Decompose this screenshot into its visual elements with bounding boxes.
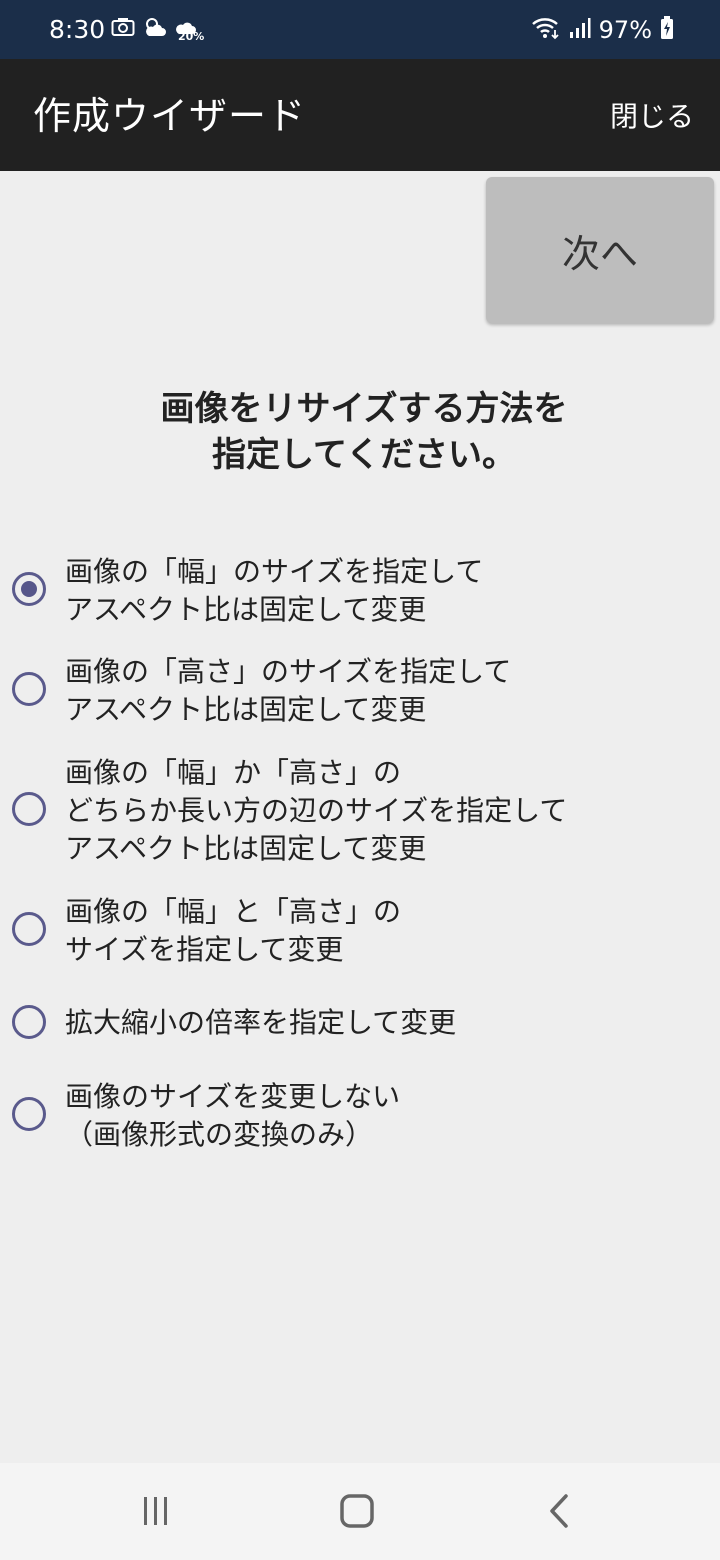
app-bar: 作成ウイザード 閉じる xyxy=(0,59,720,171)
option-label-line: 画像の「高さ」のサイズを指定して xyxy=(65,655,512,688)
navigation-bar xyxy=(0,1463,720,1560)
home-icon[interactable] xyxy=(333,1487,381,1535)
option-label: 画像の「幅」か「高さ」の どちらか長い方の辺のサイズを指定して アスペクト比は固… xyxy=(65,754,567,868)
radio-button[interactable] xyxy=(12,572,46,606)
resize-option-none[interactable]: 画像のサイズを変更しない （画像形式の変換のみ） xyxy=(0,1078,720,1154)
heading-line: 画像をリサイズする方法を xyxy=(160,389,568,429)
heading-line: 指定してください。 xyxy=(212,435,516,475)
radio-button[interactable] xyxy=(12,912,46,946)
status-bar: 8:30 20% xyxy=(0,0,720,59)
status-time: 8:30 xyxy=(49,15,106,44)
radio-button[interactable] xyxy=(12,792,46,826)
option-label-line: （画像形式の変換のみ） xyxy=(65,1118,374,1151)
close-button[interactable]: 閉じる xyxy=(609,100,694,133)
resize-option-width-height[interactable]: 画像の「幅」と「高さ」の サイズを指定して変更 xyxy=(0,893,720,969)
option-label: 画像の「高さ」のサイズを指定して アスペクト比は固定して変更 xyxy=(65,653,511,729)
radio-button[interactable] xyxy=(12,1097,46,1131)
battery-charging-icon xyxy=(660,16,674,44)
next-button[interactable]: 次へ xyxy=(486,177,714,323)
option-label: 拡大縮小の倍率を指定して変更 xyxy=(65,1004,456,1042)
option-label: 画像のサイズを変更しない （画像形式の変換のみ） xyxy=(65,1078,400,1154)
battery-percent: 97% xyxy=(598,16,652,44)
radio-button[interactable] xyxy=(12,1005,46,1039)
radio-button[interactable] xyxy=(12,672,46,706)
status-system-icons: 97% xyxy=(531,14,674,46)
option-label: 画像の「幅」と「高さ」の サイズを指定して変更 xyxy=(65,893,401,969)
camera-icon xyxy=(111,17,135,41)
option-label-line: 画像の「幅」か「高さ」の xyxy=(65,756,402,789)
option-label-line: 画像の「幅」と「高さ」の xyxy=(65,895,402,928)
recent-apps-icon[interactable] xyxy=(132,1487,180,1535)
resize-option-scale[interactable]: 拡大縮小の倍率を指定して変更 xyxy=(0,1004,720,1042)
resize-option-width[interactable]: 画像の「幅」のサイズを指定して アスペクト比は固定して変更 xyxy=(0,553,720,629)
page-title: 作成ウイザード xyxy=(33,94,307,138)
option-label-line: アスペクト比は固定して変更 xyxy=(65,693,427,726)
rain-icon xyxy=(175,20,197,39)
back-icon[interactable] xyxy=(535,1487,583,1535)
option-label-line: 画像のサイズを変更しない xyxy=(65,1080,401,1113)
resize-option-height[interactable]: 画像の「高さ」のサイズを指定して アスペクト比は固定して変更 xyxy=(0,653,720,729)
instruction-heading: 画像をリサイズする方法を 指定してください。 xyxy=(0,386,720,478)
next-button-label: 次へ xyxy=(561,231,638,276)
resize-option-longer-side[interactable]: 画像の「幅」か「高さ」の どちらか長い方の辺のサイズを指定して アスペクト比は固… xyxy=(0,754,720,868)
option-label-line: どちらか長い方の辺のサイズを指定して xyxy=(65,794,568,827)
option-label-line: 拡大縮小の倍率を指定して変更 xyxy=(65,1006,457,1039)
option-label-line: アスペクト比は固定して変更 xyxy=(65,832,427,865)
wifi-icon xyxy=(531,16,561,44)
weather-icon xyxy=(143,16,167,42)
status-notification-icons xyxy=(111,16,197,42)
option-label-line: サイズを指定して変更 xyxy=(65,933,344,966)
option-label-line: 画像の「幅」のサイズを指定して xyxy=(65,555,484,588)
signal-icon xyxy=(569,17,591,43)
option-label-line: アスペクト比は固定して変更 xyxy=(65,593,427,626)
weather-percent: 20% xyxy=(178,30,205,43)
option-label: 画像の「幅」のサイズを指定して アスペクト比は固定して変更 xyxy=(65,553,483,629)
